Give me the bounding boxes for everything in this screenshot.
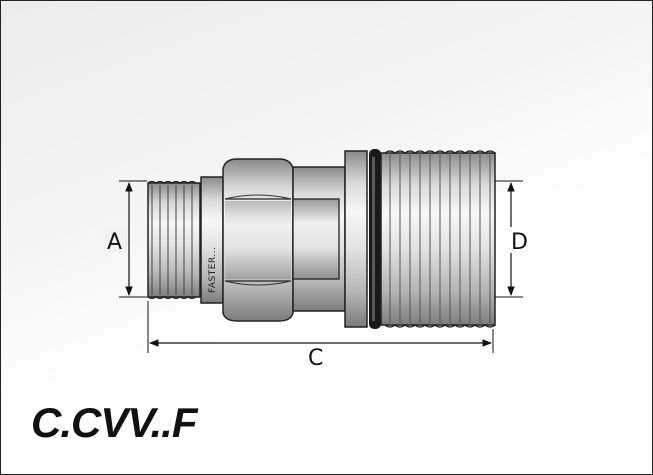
brand-marking: FASTER... — [208, 247, 218, 293]
dimension-a-label: A — [107, 230, 122, 255]
dimension-c-label: C — [308, 346, 323, 371]
dimension-a: A — [105, 180, 147, 298]
main-flange — [344, 150, 368, 328]
dimension-d-label: D — [511, 230, 528, 255]
body-connector — [292, 166, 346, 312]
small-thread — [147, 180, 201, 300]
large-thread — [380, 150, 496, 328]
dimension-d: D — [495, 180, 533, 298]
model-code: C.CVV..F — [31, 399, 197, 446]
collar: FASTER... — [200, 176, 224, 304]
o-ring — [369, 149, 381, 329]
dimension-c: C — [147, 301, 494, 371]
hex-nut — [222, 158, 294, 322]
